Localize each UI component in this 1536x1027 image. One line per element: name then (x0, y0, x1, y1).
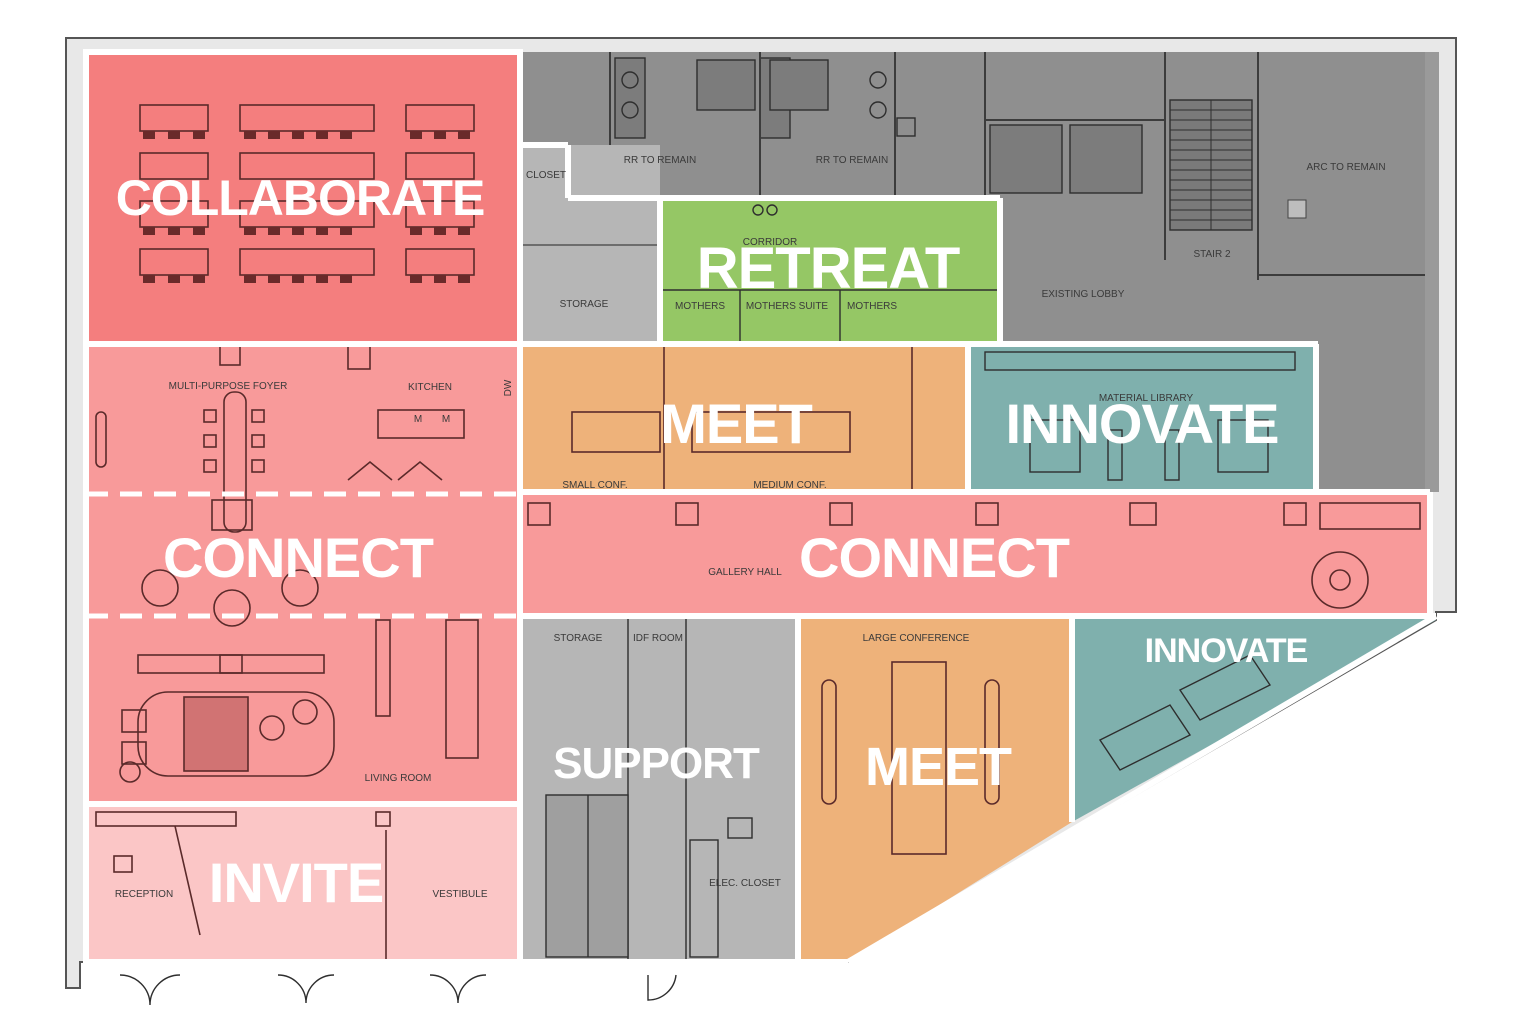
connect-left-zone (86, 344, 520, 804)
room-label-gallery-hall: GALLERY HALL (708, 567, 782, 578)
room-label-idf-room: IDF ROOM (633, 633, 683, 644)
foyer-furniture (95, 344, 479, 783)
meet-bottom-zone (798, 616, 1072, 962)
reception-furniture (95, 811, 391, 962)
room-label-foyer: MULTI-PURPOSE FOYER (169, 381, 288, 392)
room-label-small-conf: SMALL CONF. (562, 480, 627, 491)
room-label-m2: M (442, 414, 450, 425)
room-label-m1: M (414, 414, 422, 425)
zone-label-meet-bottom: MEET (865, 737, 1012, 797)
room-label-material-library: MATERIAL LIBRARY (1099, 393, 1194, 404)
room-label-reception: RECEPTION (115, 889, 173, 900)
storage-top-zone (520, 145, 660, 343)
room-label-rr-right: RR TO REMAIN (816, 155, 888, 166)
room-label-elec-closet: ELEC. CLOSET (709, 878, 781, 889)
zone-label-connect-hall: CONNECT (799, 526, 1070, 589)
zone-label-invite: INVITE (209, 851, 383, 914)
room-label-kitchen: KITCHEN (408, 382, 452, 393)
room-labels: RR TO REMAIN RR TO REMAIN ARC TO REMAIN … (115, 155, 1386, 900)
zone-label-collaborate: COLLABORATE (116, 170, 485, 226)
entry-doors (119, 974, 677, 1006)
room-label-rr-left: RR TO REMAIN (624, 155, 696, 166)
room-label-closet: CLOSET (526, 170, 566, 181)
room-label-dw: DW (503, 379, 514, 396)
large-conference-table (821, 661, 1000, 855)
gallery-hall-furniture (527, 502, 1421, 609)
zone-label-retreat: RETREAT (697, 236, 960, 301)
collaborate-zone (86, 52, 520, 344)
invite-zone (86, 804, 520, 962)
innovate-top-zone (968, 344, 1316, 492)
classroom-tables (139, 104, 475, 276)
zone-label-connect-left: CONNECT (163, 526, 434, 589)
room-label-stair-2: STAIR 2 (1193, 249, 1230, 260)
workroom-furniture (1098, 654, 1272, 771)
zone-labels: COLLABORATE RETREAT MEET INNOVATE CONNEC… (116, 170, 1309, 914)
connect-hall-zone (520, 492, 1430, 616)
room-label-mothers-2: MOTHERS (847, 301, 897, 312)
room-label-storage-top: STORAGE (560, 299, 609, 310)
room-label-mothers-1: MOTHERS (675, 301, 725, 312)
zone-boundaries (83, 49, 1438, 965)
zone-label-meet-top: MEET (660, 392, 812, 455)
room-label-large-conference: LARGE CONFERENCE (863, 633, 970, 644)
room-label-living-room: LIVING ROOM (365, 773, 432, 784)
room-label-mothers-suite: MOTHERS SUITE (746, 301, 829, 312)
mothers-rooms (660, 204, 1000, 344)
classroom-chairs (143, 131, 470, 283)
connect-dashed-boundaries (86, 491, 520, 619)
room-label-arc: ARC TO REMAIN (1306, 162, 1385, 173)
zone-label-innovate-top: INNOVATE (1005, 392, 1278, 455)
room-label-medium-conf: MEDIUM CONF. (753, 480, 826, 491)
restroom-detail (614, 57, 1143, 194)
room-label-vestibule: VESTIBULE (432, 889, 487, 900)
room-label-existing-lobby: EXISTING LOBBY (1042, 289, 1125, 300)
conference-tables-top (571, 344, 913, 492)
retreat-zone (660, 198, 1000, 344)
zone-label-innovate-bottom: INNOVATE (1145, 632, 1308, 670)
room-label-corridor: CORRIDOR (743, 237, 797, 248)
stair-2-graphic (1169, 99, 1307, 231)
room-label-storage-bottom: STORAGE (554, 633, 603, 644)
zone-label-support: SUPPORT (553, 739, 760, 788)
support-partitions (545, 616, 753, 962)
meet-top-zone (520, 344, 968, 492)
material-library-furniture (984, 351, 1296, 481)
